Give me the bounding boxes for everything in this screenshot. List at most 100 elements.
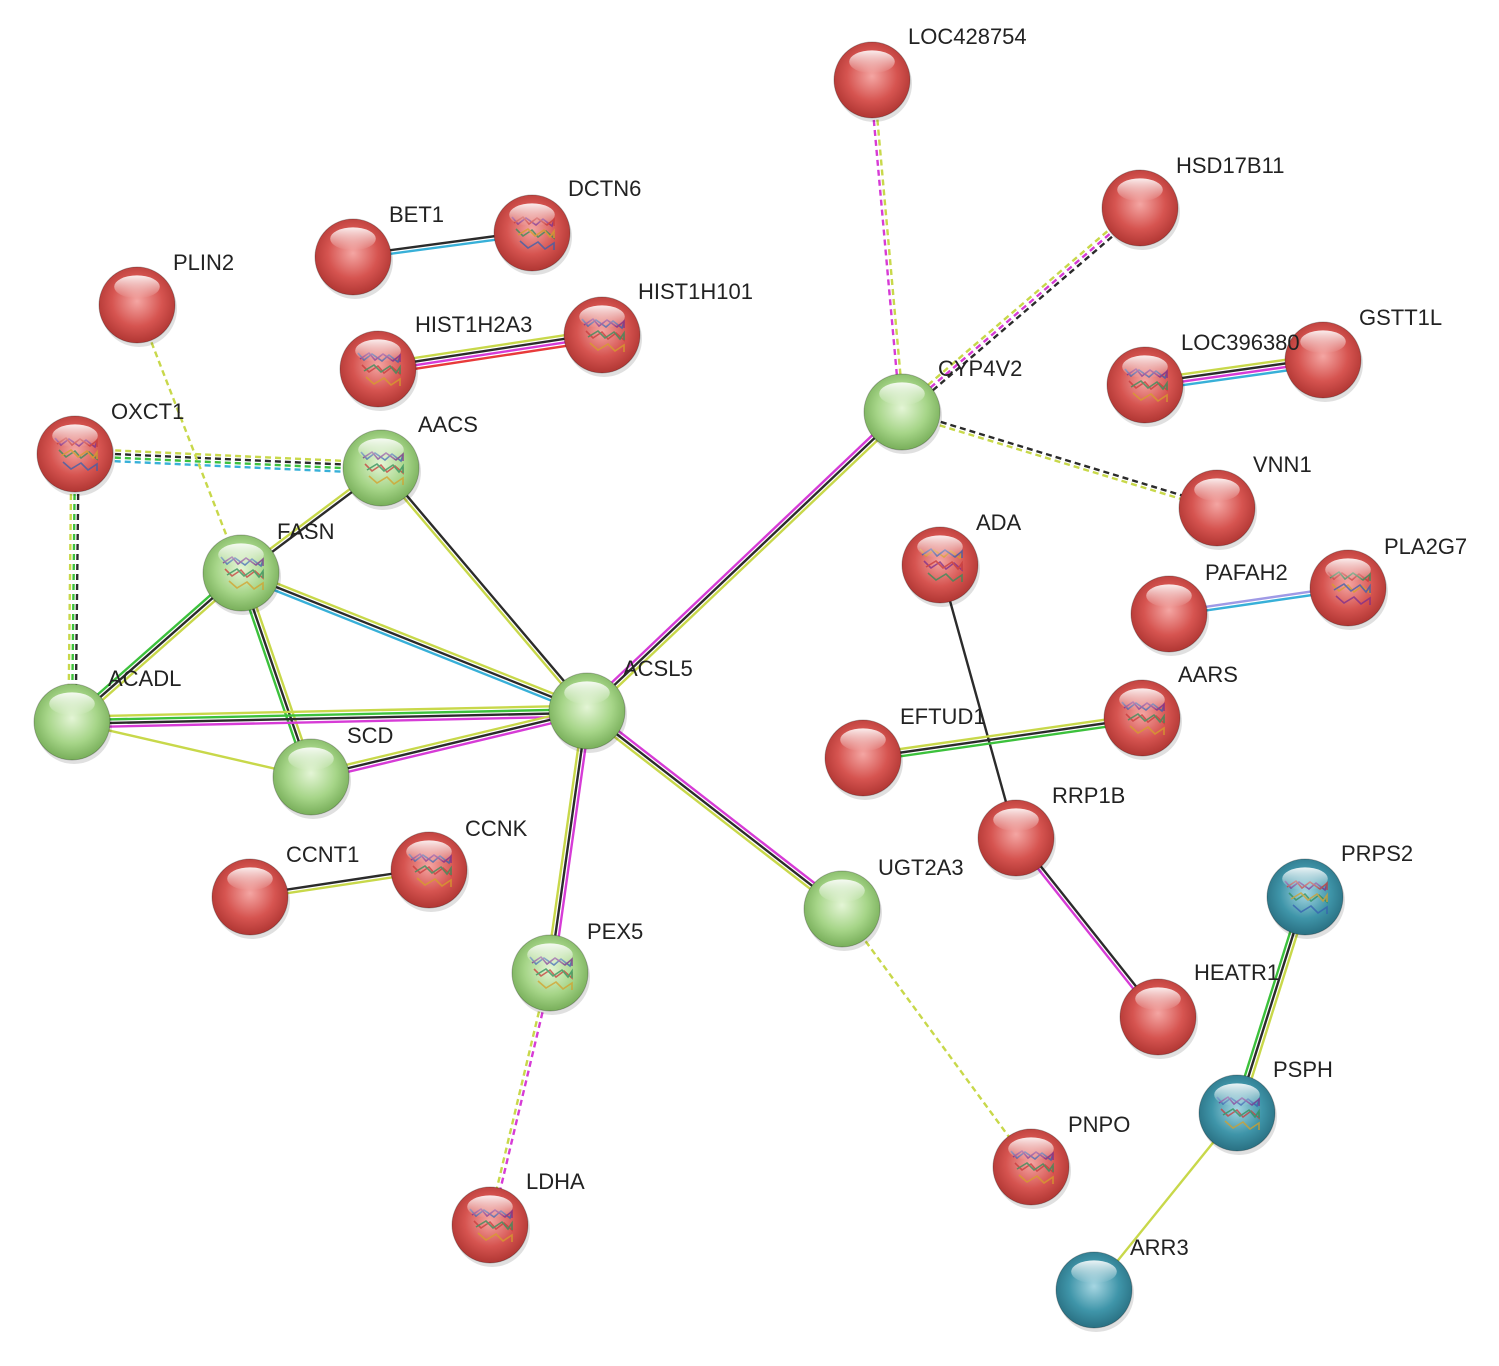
edge-strand-black: [902, 409, 1218, 508]
node-highlight: [52, 424, 98, 448]
node-loc428754[interactable]: LOC428754: [833, 24, 1027, 122]
edge-strand-black: [310, 709, 588, 779]
node-pla2g7[interactable]: PLA2G7: [1309, 534, 1467, 630]
edge-acsl5-pex5: [545, 710, 592, 974]
node-scd[interactable]: SCD: [272, 723, 393, 819]
node-eftud1[interactable]: EFTUD1: [824, 704, 986, 800]
node-rrp1b[interactable]: RRP1B: [977, 783, 1125, 880]
edge-strand-red: [378, 339, 603, 376]
node-label: CCNT1: [286, 842, 359, 867]
edge-strand-yellow: [862, 713, 1142, 756]
node-label: LOC396380: [1181, 330, 1300, 355]
node-vnn1[interactable]: VNN1: [1178, 452, 1312, 550]
node-prps2[interactable]: PRPS2: [1266, 841, 1413, 939]
node-ldha[interactable]: LDHA: [451, 1169, 585, 1267]
edge-hsd17b11-cyp4v2: [898, 204, 1144, 416]
node-aars[interactable]: AARS: [1103, 662, 1238, 760]
node-highlight: [1300, 330, 1346, 354]
node-highlight: [1119, 688, 1165, 712]
node-psph[interactable]: PSPH: [1198, 1057, 1333, 1155]
edge-strand-yellow: [71, 704, 587, 718]
node-bet1[interactable]: BET1: [314, 202, 444, 299]
edge-fasn-acsl5: [239, 568, 589, 716]
edge-strand-black: [72, 711, 588, 725]
edge-strand-magenta: [869, 80, 902, 413]
node-highlight: [1214, 1083, 1260, 1107]
edge-strand-yellow: [872, 79, 905, 412]
edge-strand-magenta: [490, 973, 553, 1226]
node-pafah2[interactable]: PAFAH2: [1130, 560, 1288, 656]
node-fasn[interactable]: FASN: [202, 519, 334, 615]
edge-strand-magenta: [552, 711, 592, 974]
node-hist1h2a3[interactable]: HIST1H2A3: [339, 312, 532, 411]
node-highlight: [879, 382, 925, 406]
edge-acsl5-ugt2a3: [584, 707, 845, 913]
edge-strand-yellow: [901, 412, 1217, 511]
node-highlight: [840, 728, 886, 752]
node-highlight: [218, 543, 264, 567]
node-highlight: [1282, 867, 1328, 891]
edge-loc428754-cyp4v2: [869, 79, 905, 413]
node-plin2[interactable]: PLIN2: [98, 250, 234, 347]
edge-eftud1-aars: [862, 713, 1143, 763]
node-hsd17b11[interactable]: HSD17B11: [1101, 153, 1284, 250]
node-acadl[interactable]: ACADL: [33, 666, 181, 764]
edge-strand-magenta: [311, 713, 589, 782]
edge-strand-black: [74, 454, 80, 723]
node-label: ACSL5: [623, 656, 693, 681]
node-label: PLA2G7: [1384, 534, 1467, 559]
edge-ada-rrp1b: [938, 564, 1018, 839]
node-label: PRPS2: [1341, 841, 1413, 866]
edge-scd-acsl5: [309, 706, 589, 782]
node-hist1h101[interactable]: HIST1H101: [563, 279, 753, 377]
node-highlight: [564, 681, 610, 705]
edge-aacs-acsl5: [378, 466, 590, 713]
node-gstt1l[interactable]: GSTT1L: [1284, 305, 1442, 402]
protein-structure-icon: [1284, 879, 1328, 915]
edge-strand-yellow: [584, 712, 841, 913]
node-label: RRP1B: [1052, 783, 1125, 808]
node-ugt2a3[interactable]: UGT2A3: [803, 855, 964, 951]
edge-strand-black: [862, 716, 1143, 760]
node-arr3[interactable]: ARR3: [1055, 1235, 1189, 1332]
edge-strand-green: [863, 720, 1143, 763]
edge-strand-yellow: [241, 568, 589, 709]
node-label: HSD17B11: [1176, 153, 1284, 178]
node-label: OXCT1: [111, 399, 184, 424]
edge-strand-black: [240, 571, 588, 713]
node-loc396380[interactable]: LOC396380: [1106, 330, 1300, 427]
node-oxct1[interactable]: OXCT1: [36, 399, 184, 496]
node-ccnk[interactable]: CCNK: [390, 816, 528, 912]
node-acsl5[interactable]: ACSL5: [548, 656, 693, 753]
node-highlight: [1117, 178, 1163, 202]
edge-strand-yellow: [309, 706, 587, 775]
node-label: VNN1: [1253, 452, 1312, 477]
node-heatr1[interactable]: HEATR1: [1119, 960, 1279, 1059]
edge-oxct1-acadl: [67, 453, 80, 723]
edge-strand-magenta: [72, 715, 588, 729]
edge-strand-yellow: [75, 447, 382, 464]
edge-strand-black: [586, 710, 843, 910]
node-highlight: [1008, 1137, 1054, 1161]
node-label: PEX5: [587, 919, 643, 944]
node-highlight: [509, 203, 555, 227]
node-dctn6[interactable]: DCTN6: [493, 176, 641, 275]
edge-strand-yellow: [378, 468, 587, 713]
node-label: ARR3: [1130, 1235, 1189, 1260]
node-label: DCTN6: [568, 176, 641, 201]
node-pnpo[interactable]: PNPO: [992, 1112, 1130, 1209]
node-label: HIST1H101: [638, 279, 753, 304]
node-highlight: [527, 943, 573, 967]
node-pex5[interactable]: PEX5: [511, 919, 643, 1015]
node-cyp4v2[interactable]: CYP4V2: [863, 356, 1022, 454]
edge-acadl-scd: [71, 720, 312, 779]
node-highlight: [288, 747, 334, 771]
edge-strand-black: [938, 564, 1018, 839]
node-aacs[interactable]: AACS: [342, 412, 478, 510]
edge-acadl-acsl5: [71, 704, 588, 729]
node-label: PLIN2: [173, 250, 234, 275]
node-highlight: [330, 227, 376, 251]
node-ada[interactable]: ADA: [901, 510, 1022, 607]
node-ccnt1[interactable]: CCNT1: [211, 842, 359, 939]
edge-plin2-fasn: [135, 304, 243, 574]
